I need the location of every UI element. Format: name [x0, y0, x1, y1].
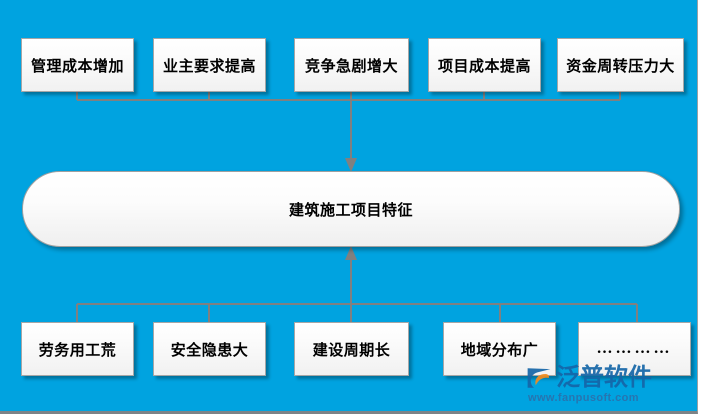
bottom-node-1-label: 劳务用工荒 — [38, 342, 117, 359]
top-node-5-label: 资金周转压力大 — [566, 58, 675, 75]
top-node-2[interactable]: 业主要求提高 — [153, 38, 266, 92]
center-node[interactable]: 建筑施工项目特征 — [22, 171, 680, 247]
bottom-node-5-label: ………… — [596, 340, 673, 357]
top-node-3[interactable]: 竞争急剧增大 — [294, 38, 409, 92]
bottom-node-2-label: 安全隐患大 — [170, 342, 249, 359]
bottom-node-4[interactable]: 地域分布广 — [443, 322, 556, 376]
top-node-1[interactable]: 管理成本增加 — [21, 38, 134, 92]
center-node-label: 建筑施工项目特征 — [288, 202, 413, 219]
bottom-node-4-label: 地域分布广 — [460, 342, 539, 359]
bottom-node-3-label: 建设周期长 — [312, 342, 391, 359]
top-node-1-label: 管理成本增加 — [30, 58, 124, 75]
top-node-3-label: 竞争急剧增大 — [304, 58, 398, 75]
bottom-node-3[interactable]: 建设周期长 — [294, 322, 409, 376]
top-node-2-label: 业主要求提高 — [162, 58, 256, 75]
top-node-4-label: 项目成本提高 — [437, 58, 531, 75]
top-node-5[interactable]: 资金周转压力大 — [557, 38, 684, 92]
bottom-node-2[interactable]: 安全隐患大 — [153, 322, 266, 376]
top-node-4[interactable]: 项目成本提高 — [428, 38, 541, 92]
bottom-node-1[interactable]: 劳务用工荒 — [21, 322, 134, 376]
bottom-node-5[interactable]: ………… — [578, 322, 691, 376]
